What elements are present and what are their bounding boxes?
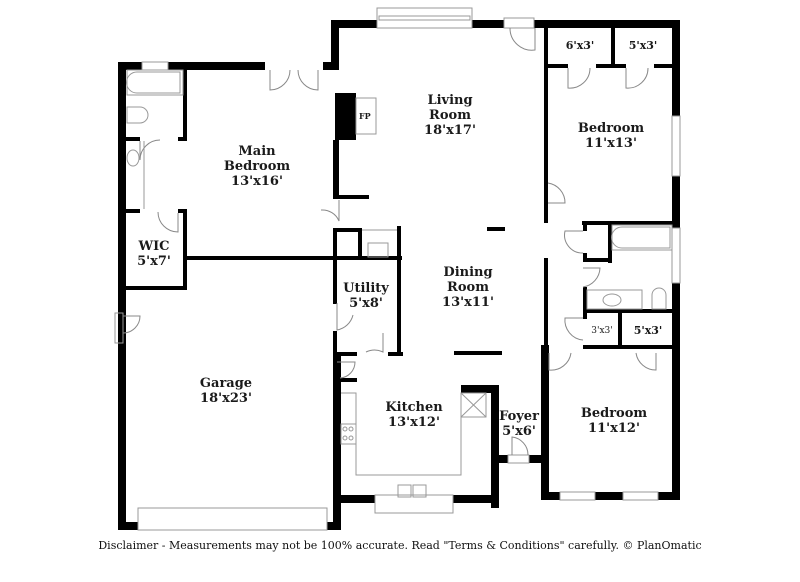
dining-room-label: Dining Room 13'x11' bbox=[442, 265, 494, 310]
windows bbox=[114, 7, 681, 531]
garage-label: Garage 18'x23' bbox=[200, 376, 252, 406]
kitchen-label: Kitchen 13'x12' bbox=[385, 400, 442, 430]
garage-dims: 18'x23' bbox=[200, 391, 252, 406]
garage-name: Garage bbox=[199, 376, 253, 391]
living-room-name-line2: Room bbox=[429, 108, 471, 123]
bedroom-bottom-dims: 11'x12' bbox=[588, 421, 640, 436]
bedroom-top-dims: 11'x13' bbox=[585, 136, 637, 151]
dining-room-name-line1: Dining bbox=[443, 265, 493, 280]
bedroom-bottom-name: Bedroom bbox=[580, 406, 648, 421]
main-bedroom-name-line2: Bedroom bbox=[223, 159, 291, 174]
dining-room-name-line2: Room bbox=[447, 280, 489, 295]
wic-name: WIC bbox=[138, 239, 170, 254]
utility-label: Utility 5'x8' bbox=[343, 281, 389, 311]
living-room-label: Living Room 18'x17' bbox=[424, 93, 476, 138]
bedroom-top-label: Bedroom 11'x13' bbox=[578, 121, 644, 151]
closet-mid-small-label: 3'x3' bbox=[591, 326, 612, 337]
closet-mid-small-dims: 3'x3' bbox=[591, 326, 613, 336]
bedroom-bottom-label: Bedroom 11'x12' bbox=[581, 406, 647, 436]
disclaimer-text: Disclaimer - Measurements may not be 100… bbox=[98, 539, 702, 552]
door-swings bbox=[122, 27, 657, 456]
interior-walls bbox=[126, 28, 672, 382]
main-bedroom-name-line1: Main bbox=[238, 144, 276, 159]
kitchen-name: Kitchen bbox=[385, 400, 443, 415]
utility-dims: 5'x8' bbox=[349, 296, 383, 311]
foyer-label: Foyer 5'x6' bbox=[499, 409, 539, 439]
bedroom-top-name: Bedroom bbox=[577, 121, 645, 136]
closet-mid-dims: 5'x3' bbox=[633, 324, 663, 337]
foyer-dims: 5'x6' bbox=[502, 424, 536, 439]
closet-top-2-dims: 5'x3' bbox=[628, 39, 658, 52]
dining-room-dims: 13'x11' bbox=[442, 295, 494, 310]
closet-mid-label: 5'x3' bbox=[634, 324, 663, 337]
closet-top-1-dims: 6'x3' bbox=[565, 39, 595, 52]
fireplace-label: FP bbox=[359, 111, 371, 121]
exterior-walls bbox=[118, 20, 680, 530]
main-bedroom-label: Main Bedroom 13'x16' bbox=[224, 144, 290, 189]
closet-top-1-label: 6'x3' bbox=[566, 39, 595, 52]
kitchen-dims: 13'x12' bbox=[388, 415, 440, 430]
main-bedroom-dims: 13'x16' bbox=[231, 174, 283, 189]
fireplace bbox=[336, 93, 356, 140]
wic-dims: 5'x7' bbox=[137, 254, 171, 269]
closet-top-2-label: 5'x3' bbox=[629, 39, 658, 52]
utility-name: Utility bbox=[343, 281, 389, 296]
wic-label: WIC 5'x7' bbox=[137, 239, 171, 269]
living-room-dims: 18'x17' bbox=[424, 123, 476, 138]
living-room-name-line1: Living bbox=[427, 93, 473, 108]
foyer-name: Foyer bbox=[499, 409, 539, 424]
fixtures bbox=[126, 69, 673, 498]
